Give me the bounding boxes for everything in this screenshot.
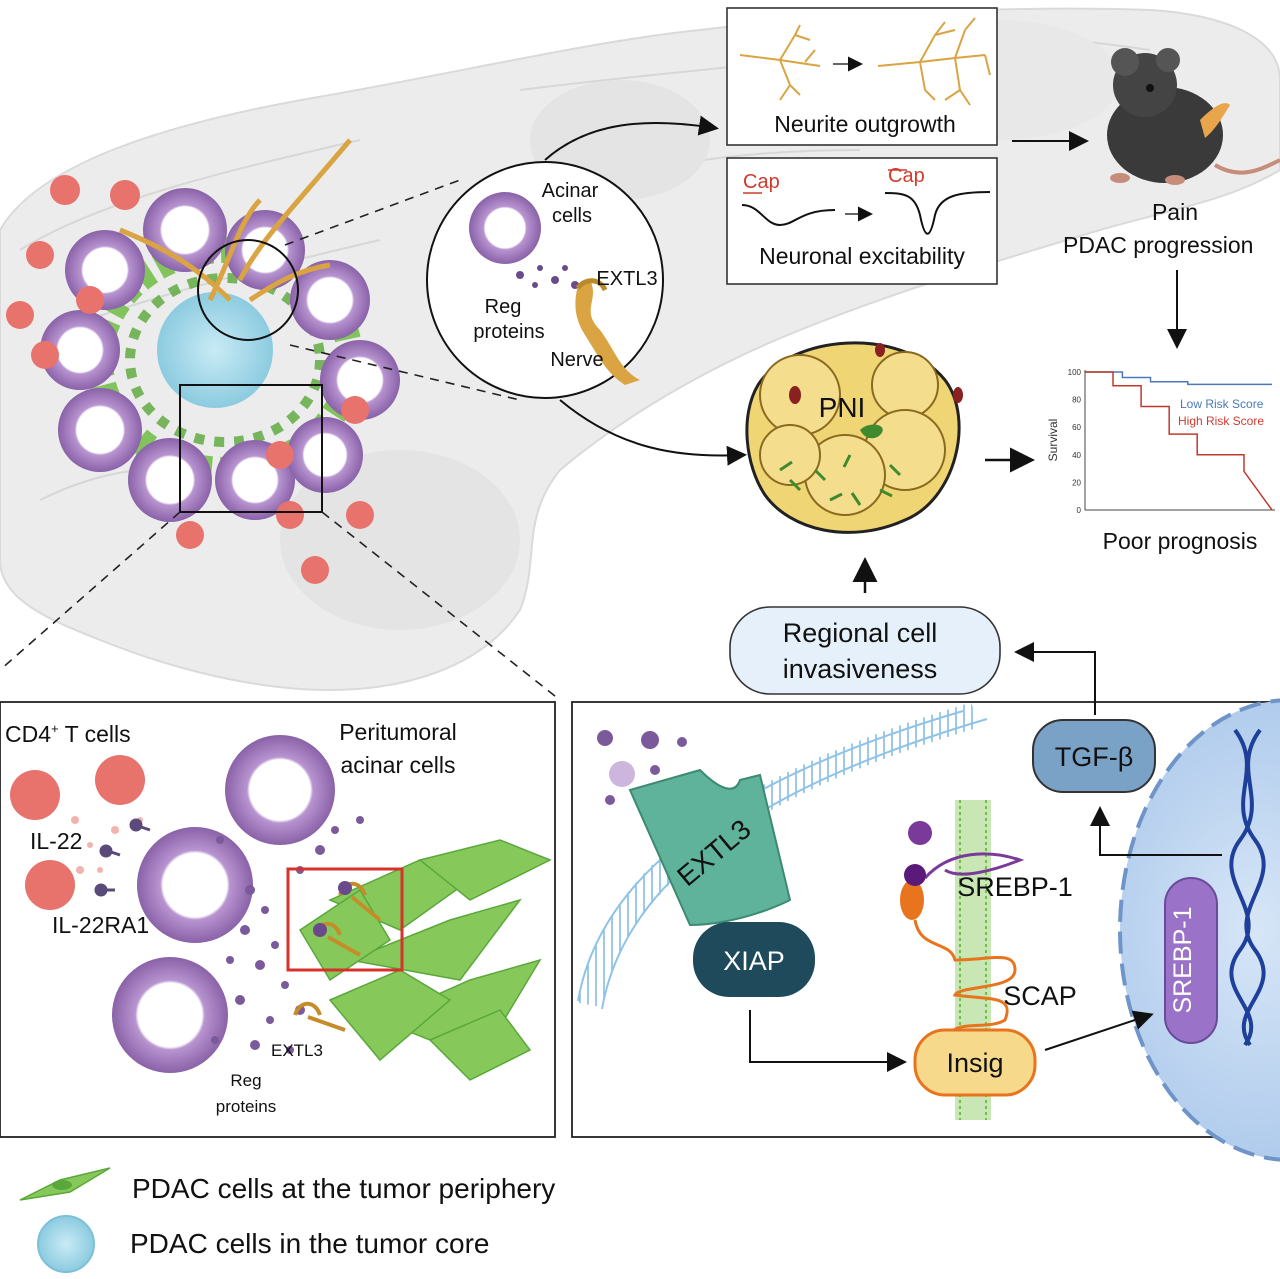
prognosis-label: Poor prognosis: [1103, 528, 1258, 554]
acinar-label-1: Acinar: [542, 180, 599, 202]
extl3-label-left: EXTL3: [271, 1041, 323, 1060]
dna-helix: [1229, 728, 1266, 1047]
arrow-tgfb-regional: [1014, 642, 1096, 715]
srebp1-membrane: [923, 852, 1025, 879]
cap-label-a: Cap: [743, 171, 780, 193]
insig-label: Insig: [946, 1048, 1003, 1078]
tgfb-label: TGF-β: [1055, 742, 1134, 772]
regional-line2: invasiveness: [783, 654, 938, 684]
receptor-highlight-box: [286, 867, 404, 972]
survival-ytick: 0: [1077, 506, 1082, 515]
high-risk-line: [1085, 371, 1273, 511]
extl3-label-circle: EXTL3: [596, 268, 657, 290]
small-trace: [741, 204, 836, 227]
arrow-to-neurite: [544, 115, 719, 161]
mouse-icon: [1107, 48, 1280, 185]
tumor-core: [157, 292, 273, 408]
left-detail-panel: CD4+ T cells IL-22 IL-22RA1 Peritumoral …: [0, 701, 556, 1138]
neurite-icon-large: [877, 17, 991, 106]
scap-head: [900, 880, 924, 920]
progression-label: PDAC progression: [1063, 232, 1253, 258]
il22ra1-label: IL-22RA1: [52, 912, 149, 938]
legend-core: PDAC cells in the tumor core: [130, 1228, 489, 1259]
neurite-outgrowth-box: Neurite outgrowth: [726, 7, 998, 146]
survival-ylabel: Survival: [1046, 419, 1060, 462]
zoom-circle: Acinar cells EXTL3 Reg proteins Nerve: [426, 161, 664, 399]
xiap-node: [693, 922, 815, 997]
acinar-cluster-3: [112, 957, 228, 1073]
srebp1-nuc-label: SREBP-1: [1169, 907, 1197, 1014]
low-risk-line: [1085, 371, 1272, 386]
insig-node: [913, 1028, 1037, 1097]
extl3-receptor: [628, 768, 792, 927]
right-mechanism-panel: EXTL3 XIAP SREBP-1 SCAP Insig SREBP-1 TG…: [571, 642, 1280, 1162]
survival-ytick: 100: [1068, 368, 1082, 377]
cap-label-b: Cap: [888, 165, 925, 187]
legend: PDAC cells at the tumor periphery PDAC c…: [19, 1167, 555, 1273]
regional-line1: Regional cell: [783, 618, 938, 648]
nerve-fibers: [119, 138, 352, 303]
arrow-to-pni: [559, 399, 747, 466]
legend-high-risk: High Risk Score: [1178, 414, 1264, 428]
tumor-cluster: [6, 138, 400, 584]
arrow-insig-srebp: [1044, 1010, 1154, 1051]
reg-label-1: Reg: [485, 296, 522, 318]
core-cell-icon: [37, 1215, 95, 1273]
reg-label-left-2: proteins: [216, 1097, 276, 1116]
xiap-label: XIAP: [723, 946, 785, 976]
periphery-cells: [298, 839, 552, 1081]
excitability-label: Neuronal excitability: [759, 243, 965, 269]
survival-ytick: 20: [1072, 478, 1081, 487]
legend-periphery: PDAC cells at the tumor periphery: [132, 1173, 555, 1204]
survival-ytick: 40: [1072, 451, 1081, 460]
acinar-label-2: cells: [552, 205, 592, 227]
arrow-xiap-insig: [749, 1010, 907, 1072]
pni-nerve-section: PNI: [745, 341, 963, 534]
reg-label-2: proteins: [473, 321, 544, 343]
survival-y-ticks: 100 80 60 40 20 0: [1068, 368, 1082, 515]
regional-invasiveness-box: Regional cell invasiveness: [729, 606, 1001, 695]
nerve-detail: [575, 280, 640, 385]
il22-dots: [71, 816, 143, 874]
survival-ytick: 60: [1072, 423, 1081, 432]
reg-label-left-1: Reg: [230, 1071, 261, 1090]
scap-protein: [913, 919, 1017, 1036]
srebp1-label: SREBP-1: [957, 872, 1073, 902]
zoom-guide-lines: [0, 179, 561, 701]
survival-chart: 100 80 60 40 20 0 Survival Low Risk Score Hig…: [1046, 368, 1275, 515]
cd4-label: CD4+ T cells: [5, 721, 131, 747]
tgfb-node: [1032, 719, 1156, 793]
peritumoral-label-1: Peritumoral: [339, 719, 457, 745]
acinar-cluster-2: [137, 827, 253, 943]
acinar-cluster-1: [225, 735, 335, 845]
neurite-icon-small: [739, 24, 821, 101]
zoom-circle-marker: [197, 239, 299, 341]
srebp1-nuclear: [1164, 877, 1218, 1044]
t-cells: [6, 175, 374, 584]
acinar-cell-detail: [469, 192, 541, 264]
arrow-dna-tgfb: [1090, 806, 1222, 856]
il22-label: IL-22: [30, 828, 82, 854]
nerve-label: Nerve: [550, 349, 603, 371]
cd4-t-cells: [10, 755, 145, 910]
pni-invading-cells: [779, 454, 902, 506]
survival-ytick: 80: [1072, 396, 1081, 405]
zoom-square-marker: [179, 384, 323, 513]
reg-protein-cloud: [211, 816, 364, 1054]
legend-low-risk: Low Risk Score: [1180, 397, 1264, 411]
peritumoral-label-2: acinar cells: [340, 752, 455, 778]
pni-label: PNI: [819, 392, 866, 423]
reg-protein-dots: [516, 265, 579, 289]
large-trace: [884, 191, 991, 235]
neuronal-excitability-box: Cap Cap Neuronal excitability: [726, 157, 998, 285]
scap-label: SCAP: [1003, 981, 1077, 1011]
pain-label: Pain: [1152, 199, 1198, 225]
neurite-label: Neurite outgrowth: [774, 111, 956, 137]
il22ra1-receptors: [94, 818, 151, 897]
